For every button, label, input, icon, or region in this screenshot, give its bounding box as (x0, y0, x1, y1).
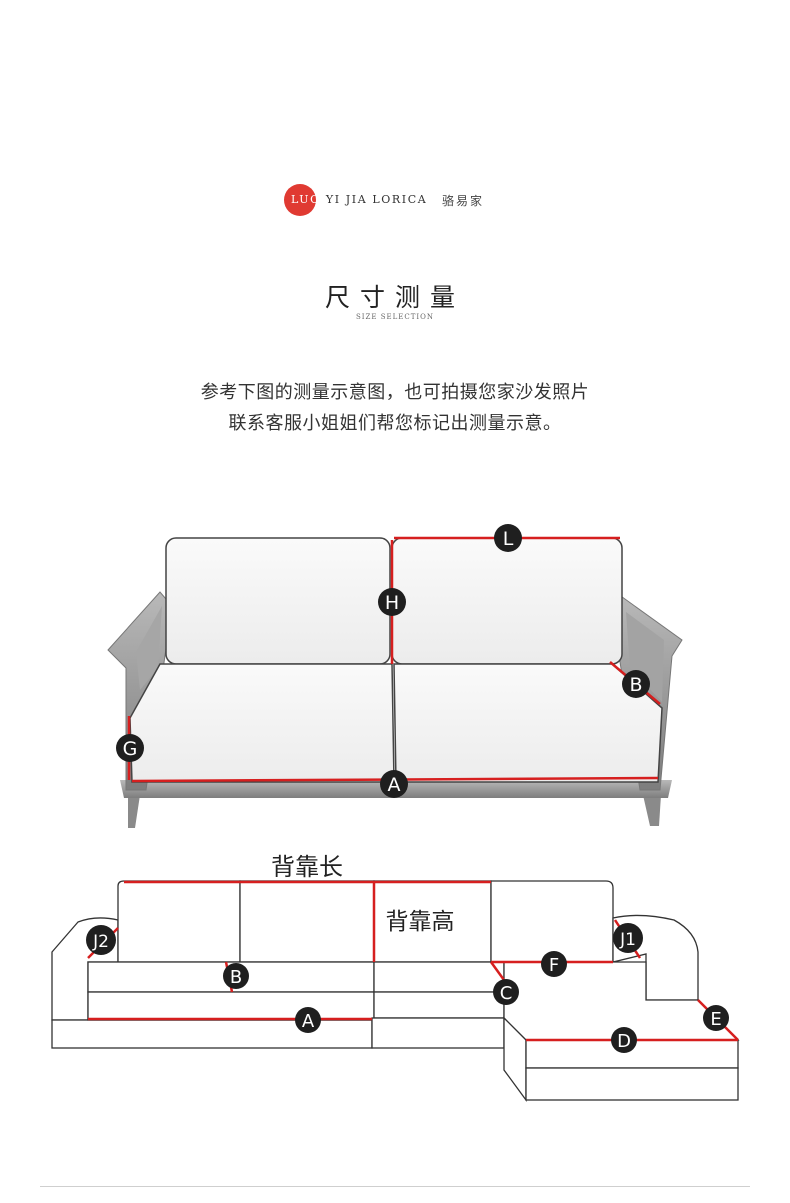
sofa-arm-right-slats (626, 612, 664, 702)
sofa-leg-left (128, 795, 140, 828)
label-back-length: 背靠长 (271, 853, 343, 881)
badge-F: F (541, 951, 567, 977)
l-base-middle (371, 1017, 505, 1049)
bottom-badges: J2 B A F C J1 E D (86, 923, 729, 1053)
page-subtitle: SIZE SELECTION (355, 313, 435, 321)
badge-B-bottom: B (223, 963, 249, 989)
badge-A-top-text: A (388, 774, 401, 796)
bottom-divider (40, 1186, 750, 1187)
badge-J1-text: J1 (619, 930, 636, 950)
brand-logo-dot (284, 184, 316, 216)
brand-name-en: LUO YI JIA LORICA (291, 193, 427, 206)
badge-J2-text: J2 (92, 932, 109, 952)
brand-name-cn: 骆易家 (442, 194, 485, 208)
l-back-cushion-2 (239, 880, 375, 963)
description-line-1: 参考下图的测量示意图，也可拍摄您家沙发照片 (200, 382, 590, 403)
brand-name-en-prefix: LUO (291, 193, 321, 206)
page-title: 尺寸测量 (324, 283, 465, 312)
l-seat-front-middle (373, 991, 505, 1019)
badge-B-bottom-text: B (230, 967, 242, 988)
sofa-arm-left-slats (136, 606, 162, 690)
l-chaise-top (491, 961, 740, 1041)
label-back-height: 背靠高 (386, 909, 455, 935)
brand-header: LUO YI JIA LORICA 骆易家 (0, 184, 790, 216)
badge-B-top: B (622, 670, 650, 698)
l-back-cushion-1 (117, 880, 241, 963)
badge-C: C (493, 979, 519, 1005)
l-back-cushion-4 (490, 880, 614, 963)
l-sofa-base-front-left (51, 1019, 373, 1049)
badge-D-text: D (617, 1031, 631, 1052)
badge-D: D (611, 1027, 637, 1053)
badge-A-bottom-text: A (302, 1011, 315, 1032)
brand-name-en-rest: YI JIA LORICA (320, 193, 428, 206)
measure-line-C (489, 961, 506, 981)
badge-F-text: F (549, 955, 559, 976)
badge-H: H (378, 588, 406, 616)
badge-L: L (494, 524, 522, 552)
badge-A-top: A (380, 770, 408, 798)
badge-H-text: H (385, 592, 399, 614)
sofa-leg-right (643, 795, 661, 826)
l-seat-top-middle (373, 961, 505, 993)
badge-E-text: E (710, 1009, 721, 1030)
badge-G: G (116, 734, 144, 762)
seat-cushion-right (393, 663, 663, 783)
seat-cushion-left (129, 663, 395, 783)
badge-G-text: G (123, 738, 138, 760)
badge-L-text: L (503, 528, 514, 550)
l-seat-front-left (87, 991, 375, 1021)
l-chaise-base (525, 1067, 739, 1101)
badge-C-text: C (500, 983, 513, 1004)
badge-E: E (703, 1005, 729, 1031)
badge-J2: J2 (86, 925, 116, 955)
description-line-2: 联系客服小姐姐们帮您标记出测量示意。 (228, 413, 562, 434)
back-cushion-left (165, 537, 391, 665)
top-badges: L H B G A (116, 524, 650, 798)
back-cushion-right (391, 537, 623, 665)
badge-A-bottom: A (295, 1007, 321, 1033)
badge-J1: J1 (613, 923, 643, 953)
badge-B-top-text: B (629, 674, 642, 696)
